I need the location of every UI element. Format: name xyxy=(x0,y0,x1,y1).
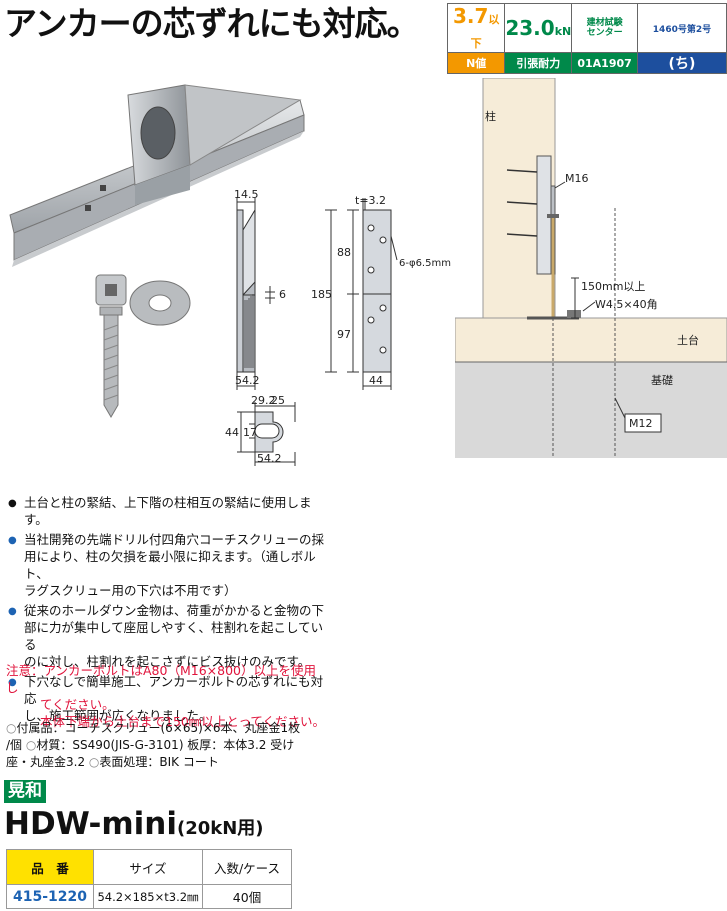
spec-table: 3.7以下 23.0kN 建材試験センター 1460号第2号 N値 引張耐力 0… xyxy=(446,3,727,74)
dim-29-2: 29.2 xyxy=(251,394,276,407)
circle-icon: ○ xyxy=(25,738,37,752)
header-size: サイズ xyxy=(93,849,203,885)
product-quantity: 40個 xyxy=(202,884,292,909)
table-row: 415-1220 54.2×185×t3.2㎜ 40個 xyxy=(6,884,292,909)
page-title: アンカーの芯ずれにも対応。 xyxy=(4,4,420,43)
bullet-text: のに対し、柱割れを起こさずにビス抜けのみです。 xyxy=(24,654,311,669)
m16-label: M16 xyxy=(565,172,589,185)
bullet-list: ● 土台と柱の緊結、上下階の柱相互の緊結に使用します。 ● 当社開発の先端ドリル… xyxy=(8,494,326,724)
dim-25: 25 xyxy=(271,394,285,407)
dim-holes: 6-φ6.5mm xyxy=(399,258,451,269)
notice-mark: (ち) xyxy=(636,52,727,74)
header-code: 品 番 xyxy=(6,849,94,885)
bullet-text: 下穴なしで簡単施工、アンカーボルトの芯ずれにも対応 xyxy=(24,674,324,706)
column-label: 柱 xyxy=(485,109,496,123)
model-main: HDW-mini xyxy=(4,806,177,842)
tension-value: 23.0 xyxy=(505,16,555,40)
tension-unit: kN xyxy=(554,25,572,38)
accessories-info: ○付属品：コーチスクリュー(6×65)×6本、丸座金1枚 /個 ○材質：SS49… xyxy=(6,720,328,771)
height-label: 150mm以上 xyxy=(581,280,645,293)
bullet-text: し、施工範囲が広くなりました。 xyxy=(24,708,212,723)
installation-diagram: 柱 M16 150mm以上 W4.5×40角 土台 基礎 M12 xyxy=(455,78,727,458)
n-value: 3.7 xyxy=(452,4,489,28)
center-line2: センター xyxy=(586,28,623,38)
sill-label: 土台 xyxy=(677,333,699,347)
model-sub: (20kN用) xyxy=(176,818,264,839)
bullet-dot-icon: ● xyxy=(8,535,17,546)
notice-cell: 1460号第2号 xyxy=(636,3,727,53)
table-header-row: 品 番 サイズ 入数/ケース xyxy=(6,849,292,885)
caution-line1: 注意：アンカーボルトはA80（M16×800）以上を使用し xyxy=(6,663,316,695)
bullet-text: 土台と柱の緊結、上下階の柱相互の緊結に使用します。 xyxy=(24,495,312,527)
product-photo xyxy=(9,84,305,418)
product-code: 415-1220 xyxy=(6,884,94,909)
circle-icon: ○ xyxy=(88,755,100,769)
dim-44: 44 xyxy=(369,374,383,387)
washer-label: W4.5×40角 xyxy=(595,298,658,311)
circle-icon: ○ xyxy=(6,721,17,735)
product-size: 54.2×185×t3.2㎜ xyxy=(93,884,203,909)
bullet-text: ラグスクリュー用の下穴は不用です） xyxy=(24,583,237,598)
brand-badge: 晃和 xyxy=(4,780,46,803)
model-name: HDW-mini(20kN用) xyxy=(4,806,264,847)
center-cell: 建材試験センター xyxy=(571,3,638,53)
bullet-text: 従来のホールダウン金物は、荷重がかかると金物の下 xyxy=(24,603,325,618)
accessories-line3b: 表面処理：BIK コート xyxy=(99,755,219,769)
dim-6: 6 xyxy=(279,288,286,301)
dimension-drawing: 14.5 t=3.2 88 185 97 6 6-φ6.5mm 54.2 44 … xyxy=(225,190,451,466)
dim-97: 97 xyxy=(337,328,351,341)
dim-17: 17 xyxy=(243,426,257,439)
hold-down-bracket-image xyxy=(9,84,305,267)
foundation-label: 基礎 xyxy=(651,374,673,387)
center-line1: 建材試験 xyxy=(586,18,623,28)
bullet-item: ● 下穴なしで簡単施工、アンカーボルトの芯ずれにも対応し、施工範囲が広くなりまし… xyxy=(8,673,326,724)
caution-line3: 本体下端から土台まで150㎜以上とってください。 xyxy=(40,714,325,729)
bullet-dot-icon: ● xyxy=(8,498,17,509)
n-suffix: 以下 xyxy=(470,13,500,50)
dim-44-plan: 44 xyxy=(225,426,239,439)
product-table: 品 番 サイズ 入数/ケース 415-1220 54.2×185×t3.2㎜ 4… xyxy=(6,849,292,909)
caution-note: 注意：アンカーボルトはA80（M16×800）以上を使用し てください。 本体下… xyxy=(6,662,328,730)
bullet-text: 当社開発の先端ドリル付四角穴コーチスクリューの採 xyxy=(24,532,325,547)
accessories-line2b: 材質：SS490(JIS-G-3101) 板厚：本体3.2 受け xyxy=(36,738,295,752)
dim-54-2-side: 54.2 xyxy=(235,374,260,387)
bullet-dot-icon: ● xyxy=(8,677,17,688)
bullet-text: 部に力が集中して座屈しやすく、柱割れを起こしている xyxy=(24,620,324,652)
tension-label: 引張耐力 xyxy=(504,52,573,74)
dim-thickness: t=3.2 xyxy=(355,194,386,207)
dim-185: 185 xyxy=(311,288,332,301)
center-code: 01A1907 xyxy=(571,52,638,74)
bullet-item: ● 土台と柱の緊結、上下階の柱相互の緊結に使用します。 xyxy=(8,494,326,528)
accessories-line2a: /個 xyxy=(6,738,23,752)
bullet-item: ● 当社開発の先端ドリル付四角穴コーチスクリューの採用により、柱の欠損を最小限に… xyxy=(8,531,326,599)
bullet-item: ● 従来のホールダウン金物は、荷重がかかると金物の下部に力が集中して座屈しやすく… xyxy=(8,602,326,670)
dim-88: 88 xyxy=(337,246,351,259)
n-value-cell: 3.7以下 xyxy=(446,3,506,53)
header-quantity: 入数/ケース xyxy=(202,849,292,885)
bullet-dot-icon: ● xyxy=(8,606,17,617)
n-label: N値 xyxy=(446,52,506,74)
accessories-line1: 付属品：コーチスクリュー(6×65)×6本、丸座金1枚 xyxy=(16,721,301,735)
caution-line2: てください。 xyxy=(40,697,115,712)
tension-value-cell: 23.0kN xyxy=(504,3,573,53)
m12-label: M12 xyxy=(629,417,653,430)
dim-54-2-plan: 54.2 xyxy=(257,452,282,465)
bullet-text: 用により、柱の欠損を最小限に抑えます。（通しボルト、 xyxy=(24,549,316,581)
washer-image xyxy=(129,280,191,326)
accessories-line3a: 座・丸座金3.2 xyxy=(6,755,86,769)
coach-screw-image xyxy=(95,274,127,418)
dim-14-5: 14.5 xyxy=(234,190,259,201)
